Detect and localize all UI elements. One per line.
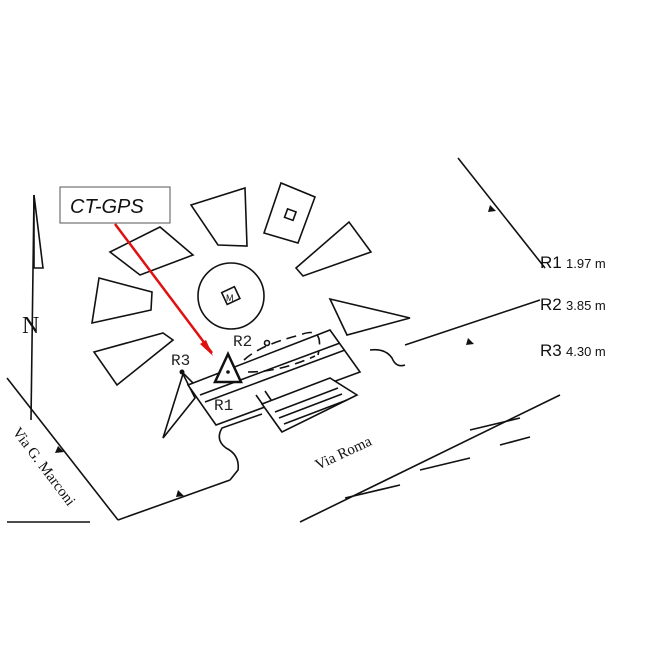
r2-label: R2 (233, 333, 252, 351)
north-arrow-icon (30, 194, 44, 421)
building-blocks (91, 181, 411, 439)
device-label: CT-GPS (70, 196, 144, 218)
street-label-marconi: Via G. Marconi (9, 425, 78, 509)
legend-r1-distance: 1.97 m (566, 256, 606, 271)
legend-r1-id: R1 (540, 253, 562, 272)
steps (186, 329, 362, 434)
distance-legend: R1 1.97 m R2 3.85 m R3 4.30 m (540, 253, 606, 360)
monument: M (197, 262, 265, 330)
north-label: N (22, 313, 39, 339)
legend-r3-id: R3 (540, 341, 562, 360)
r1-label: R1 (214, 397, 233, 415)
legend-r2-id: R2 (540, 295, 562, 314)
street-outlines (6, 157, 561, 523)
device-label-box (59, 186, 171, 224)
street-label-roma: Via Roma (313, 433, 375, 473)
legend-r3-distance: 4.30 m (566, 344, 606, 359)
pointer-arrow (114, 223, 213, 356)
monument-label: M (226, 293, 234, 303)
sensor-triangle-icon (213, 351, 243, 384)
legend-r2-distance: 3.85 m (566, 298, 606, 313)
r3-label: R3 (171, 352, 190, 370)
